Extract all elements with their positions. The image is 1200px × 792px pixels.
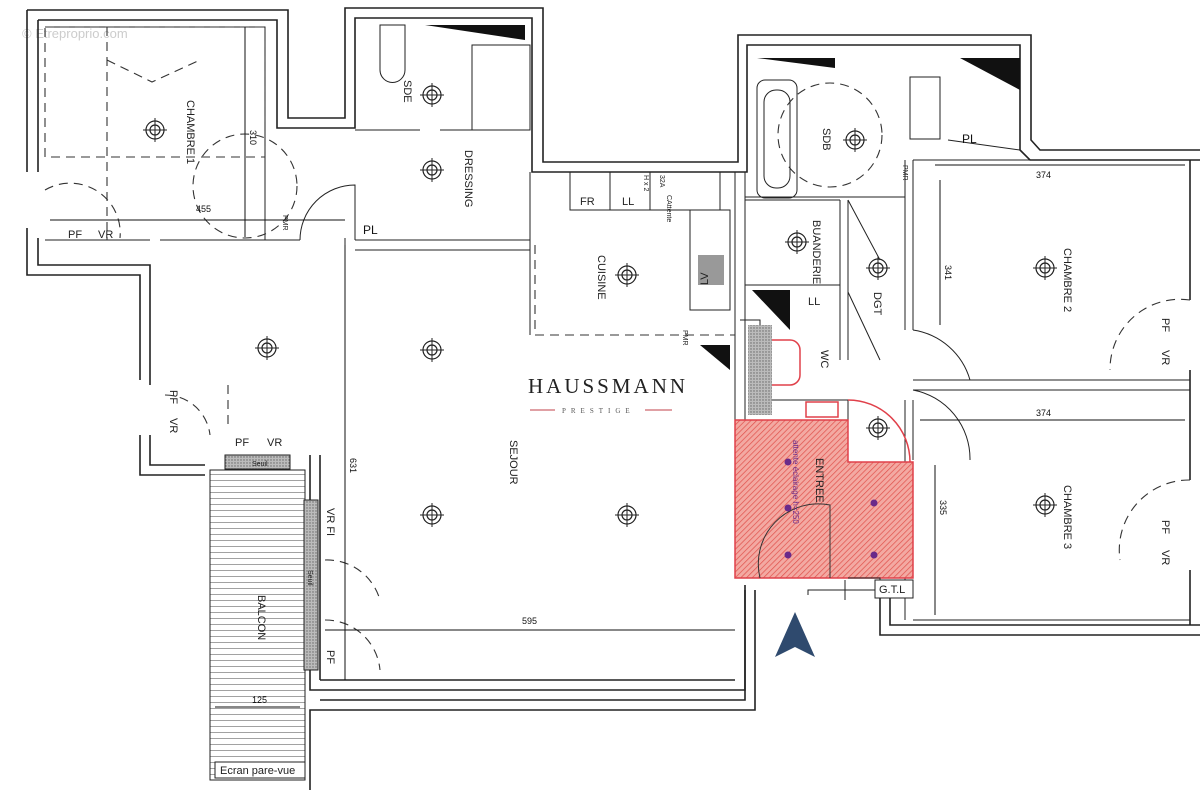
label-gtl: G.T.L [879, 584, 905, 596]
dashed-furniture [44, 26, 1191, 671]
entree-note: attente éclairage h=250 [791, 440, 800, 524]
dim-ch2-height: 341 [943, 265, 953, 280]
label-pf: PF [324, 650, 336, 664]
label-lv: LV [699, 272, 711, 285]
dim-sejour-height: 631 [348, 458, 358, 473]
room-chambre1: CHAMBRE 1 [184, 100, 196, 164]
outer-walls [26, 7, 1200, 790]
room-dgt: DGT [871, 292, 883, 316]
watermark: © Etreproprio.com [22, 26, 128, 41]
dim-balcon-width: 125 [252, 695, 267, 705]
entree-highlight: attente éclairage h=250 [734, 325, 914, 579]
room-chambre3: CHAMBRE 3 [1061, 485, 1073, 549]
label-vr: VR [98, 229, 113, 241]
label-pf: PF [1159, 318, 1171, 332]
room-buanderie: BUANDERIE [810, 220, 822, 284]
label-pf: PF [235, 437, 249, 449]
label-pf: PF [1159, 520, 1171, 534]
dim-ch3-height: 335 [938, 500, 948, 515]
ecran-pare-vue-label: Ecran pare-vue [220, 765, 295, 777]
ceiling-lights [143, 83, 1057, 527]
label-vr: VR [1159, 350, 1171, 365]
room-sde: SDE [401, 80, 413, 103]
balcony: Ecran pare-vue 125 [209, 454, 319, 781]
room-sejour: SEJOUR [507, 440, 519, 485]
label-pl: PL [363, 223, 378, 237]
label-pmr: PMR [901, 165, 908, 181]
label-vr: VR [267, 437, 282, 449]
label-ll: LL [808, 296, 820, 308]
room-cuisine: CUISINE [595, 255, 607, 300]
dimension-labels: 310 455 631 595 374 341 374 335 [196, 130, 1051, 626]
dim-ch2-width: 374 [1036, 170, 1051, 180]
label-seuil: Seuil [306, 570, 313, 586]
label-pl: PL [962, 132, 977, 146]
dim-ch1-width: 455 [196, 204, 211, 214]
label-attente: CAttente [665, 195, 672, 222]
label-pmr: PMR [281, 215, 288, 231]
label-fr: FR [580, 196, 595, 208]
label-pmr: PMR [681, 330, 688, 346]
dim-ch3-width: 374 [1036, 408, 1051, 418]
misc-labels: PF VR PF VR PF VR PF VR PF VR VR FI PF P… [68, 132, 1171, 664]
logo: HAUSSMANN PRESTIGE [528, 374, 688, 415]
label-pf: PF [167, 390, 179, 404]
label-vr: VR [167, 418, 179, 433]
room-entree: ENTREE [813, 458, 825, 503]
room-chambre2: CHAMBRE 2 [1061, 248, 1073, 312]
label-vr-fi: VR FI [324, 508, 336, 536]
logo-brand: HAUSSMANN [528, 374, 688, 398]
room-dressing: DRESSING [462, 150, 474, 207]
label-hx2: H x 2 [642, 175, 649, 191]
label-pf: PF [68, 229, 82, 241]
north-arrow-icon [775, 612, 815, 657]
dim-sejour-width: 595 [522, 616, 537, 626]
label-seuil: Seuil [252, 461, 268, 468]
label-32a: 32A [658, 175, 665, 188]
room-balcon: BALCON [255, 595, 267, 640]
dim-ch1-height: 310 [248, 130, 258, 145]
doors [299, 184, 971, 461]
label-ll: LL [622, 196, 634, 208]
dimension-lines [50, 27, 1185, 680]
room-labels: CHAMBRE 1 SDE DRESSING CUISINE SEJOUR BA… [184, 80, 1073, 640]
label-vr: VR [1159, 550, 1171, 565]
room-sdb: SDB [820, 128, 832, 151]
logo-sub: PRESTIGE [562, 407, 635, 415]
room-wc: WC [818, 350, 830, 368]
fixtures [379, 24, 1021, 600]
